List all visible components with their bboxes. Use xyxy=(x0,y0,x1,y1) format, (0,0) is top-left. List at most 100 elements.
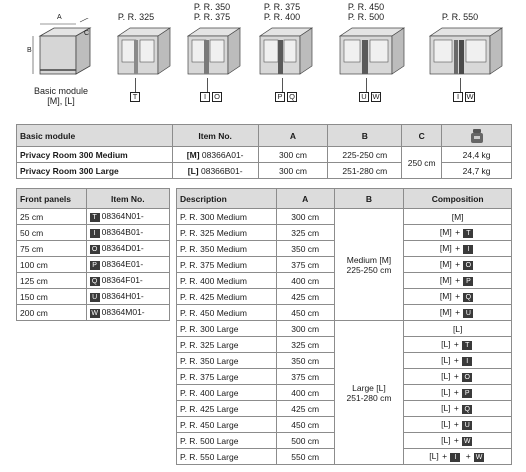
header-a: A xyxy=(257,124,329,147)
panel-code-chip: I xyxy=(463,244,474,254)
base-module-code: [L] xyxy=(441,371,451,382)
basic-module-name: Privacy Room 300 Large xyxy=(16,162,173,179)
panel-code-chip: P xyxy=(89,260,100,270)
base-module-code: [M] xyxy=(451,211,464,222)
panel-code-p: P xyxy=(275,92,285,102)
size-code: [M] xyxy=(186,149,200,160)
dimension-a: 325 cm xyxy=(275,336,335,353)
model-description: P. R. 350 Medium xyxy=(176,240,277,257)
item-number: [L] 08366B01- xyxy=(171,162,259,179)
model-label: P. R. 375 P. R. 400 xyxy=(262,2,302,22)
base-module-code: [L] xyxy=(441,403,451,414)
base-module-code: [L] xyxy=(441,355,451,366)
plus-sign: + xyxy=(451,371,462,382)
header-item-no: Item No. xyxy=(171,124,259,147)
basic-module-name: Privacy Room 300 Medium xyxy=(16,146,173,163)
table-header-row: Description A B Composition xyxy=(176,188,512,209)
panel-code-chip: U xyxy=(89,292,100,302)
plus-sign: + xyxy=(451,355,462,366)
plus-sign: + xyxy=(452,243,463,254)
composition-table: Description A B Composition P. R. 300 Me… xyxy=(176,188,512,465)
panel-code-chip: I xyxy=(89,228,100,238)
model-description: P. R. 450 Medium xyxy=(176,304,277,321)
base-module-code: [M] xyxy=(439,243,452,254)
panel-code-chip: U xyxy=(463,308,474,318)
model-label-line2: P. R. 375 xyxy=(193,12,231,22)
basic-module-caption-line1: Basic module xyxy=(33,86,89,96)
model-label: P. R. 325 xyxy=(117,12,155,22)
dimension-a: 300 cm xyxy=(257,146,329,163)
dimension-a: 425 cm xyxy=(275,288,335,305)
panel-code-i: I xyxy=(200,92,210,102)
dimension-a: 375 cm xyxy=(275,368,335,385)
dimension-a: 300 cm xyxy=(275,320,335,337)
panel-code-chip: W xyxy=(462,436,473,446)
composition-cell: [M] + T xyxy=(403,224,512,241)
panel-code-w: W xyxy=(465,92,475,102)
connector-line xyxy=(135,78,136,92)
model-description: P. R. 500 Large xyxy=(176,432,277,449)
model-label-line2: P. R. 400 xyxy=(263,12,301,22)
base-module-code: [L] xyxy=(441,419,451,430)
panel-code-chip: Q xyxy=(462,404,473,414)
base-module-code: [L] xyxy=(441,435,451,446)
panel-code-chip: P xyxy=(462,388,473,398)
panel-code-chip: I xyxy=(462,356,473,366)
model-label: P. R. 350 P. R. 375 xyxy=(192,2,232,22)
model-description: P. R. 550 Large xyxy=(176,448,277,465)
model-description: P. R. 400 Large xyxy=(176,384,277,401)
item-code: 08364N01- xyxy=(101,211,144,222)
dimension-a: 400 cm xyxy=(275,272,335,289)
model-description: P. R. 425 Large xyxy=(176,400,277,417)
dimension-a: 300 cm xyxy=(257,162,329,179)
composition-cell: [L] + W xyxy=(403,432,512,449)
base-module-code: [L] xyxy=(441,387,451,398)
table-header-row: Basic module Item No. A B C xyxy=(16,124,512,147)
connector-line xyxy=(207,78,208,92)
panel-size: 150 cm xyxy=(16,288,87,305)
composition-cell: [M] + O xyxy=(403,256,512,273)
panel-size: 100 cm xyxy=(16,256,87,273)
panel-code-i: I xyxy=(453,92,463,102)
item-code: 08364E01- xyxy=(101,259,144,270)
base-module-code: [M] xyxy=(439,291,452,302)
item-code: 08366B01- xyxy=(200,165,243,176)
composition-cell: [L] + I xyxy=(403,352,512,369)
plus-sign: + xyxy=(451,403,462,414)
panel-code-chip: W xyxy=(474,452,485,462)
panel-size: 75 cm xyxy=(16,240,87,257)
model-description: P. R. 450 Large xyxy=(176,416,277,433)
panel-code-u: U xyxy=(359,92,369,102)
composition-cell: [L] + P xyxy=(403,384,512,401)
dimension-b-label: B xyxy=(27,47,32,54)
size-group-label: Medium [M] xyxy=(346,254,392,265)
item-code: 08364D01- xyxy=(101,243,144,254)
header-front-panels: Front panels xyxy=(16,188,87,209)
panel-code-chip: W xyxy=(89,308,100,318)
panel-code-o: O xyxy=(212,92,222,102)
plus-sign: + xyxy=(451,435,462,446)
dimension-a: 425 cm xyxy=(275,400,335,417)
base-module-code: [L] xyxy=(441,339,451,350)
panel-code-chip: I xyxy=(450,452,461,462)
composition-cell: [M] + I xyxy=(403,240,512,257)
base-module-code: [M] xyxy=(439,307,452,318)
panel-code-chip: O xyxy=(89,244,100,254)
panel-code-chip: T xyxy=(89,212,100,222)
item-code: 08364H01- xyxy=(101,291,144,302)
panel-size: 200 cm xyxy=(16,304,87,321)
panel-code-chip: T xyxy=(463,228,474,238)
model-description: P. R. 325 Medium xyxy=(176,224,277,241)
